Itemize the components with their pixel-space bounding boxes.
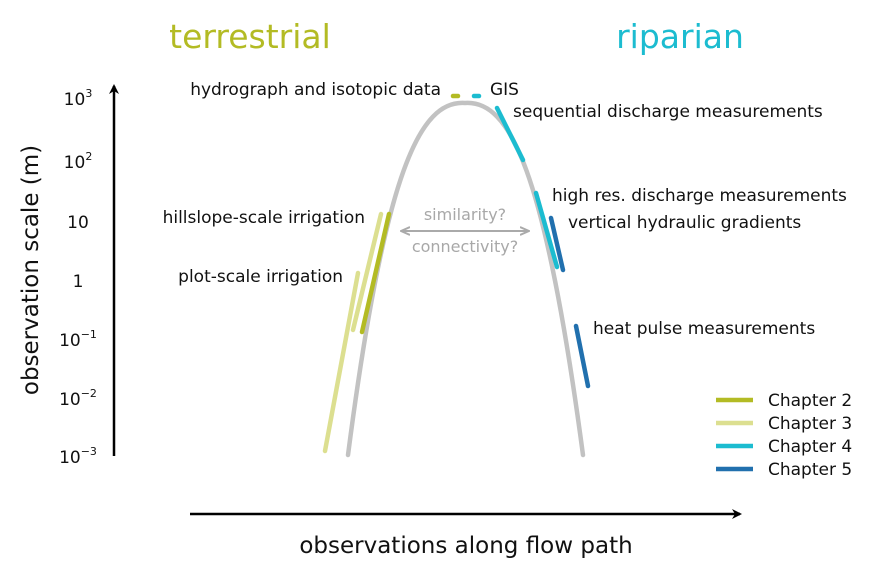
tick-base: 10 [59,448,81,468]
chapter3-hillslope-irrigation-line [350,211,384,333]
y-axis-label: observation scale (m) [18,145,44,395]
label-similarity: similarity? [424,205,506,224]
chapter3-plot-irrigation-line [322,270,361,454]
chapter5-vertical-gradients-line [548,215,566,273]
legend-label: Chapter 2 [768,391,852,411]
scale-curve [345,100,586,458]
label-heat-pulse: heat pulse measurements [593,319,815,339]
label-sequential: sequential discharge measurements [513,102,823,122]
label-connectivity: connectivity? [412,237,518,256]
y-tick-label: 10−3 [59,445,97,468]
label-vertical: vertical hydraulic gradients [568,213,801,233]
tick-base: 10 [59,331,81,351]
y-tick-label: 10−2 [59,387,97,410]
label-gis: GIS [490,80,519,100]
chapter4-high-res-line [533,190,560,270]
y-tick-label: 10 [67,213,89,233]
tick-base: 10 [59,390,81,410]
tick-base: 10 [67,213,89,233]
y-tick-label: 102 [64,150,93,173]
tick-exponent: −2 [81,387,97,400]
tick-exponent: 3 [85,87,92,100]
tick-base: 10 [64,90,86,110]
label-hydrograph: hydrograph and isotopic data [190,80,441,100]
legend-label: Chapter 5 [768,460,852,480]
tick-base: 10 [64,153,86,173]
label-high-res: high res. discharge measurements [552,186,847,206]
label-hillslope: hillslope-scale irrigation [163,208,365,228]
chapter2-hillslope-irrigation-line [359,211,392,335]
chapter4-sequential-line [494,105,526,163]
tick-base: 1 [73,272,84,292]
y-tick-label: 1 [73,272,84,292]
y-tick-label: 10−1 [59,328,97,351]
tick-exponent: 2 [85,150,92,163]
legend-label: Chapter 4 [768,437,852,457]
chapter5-heat-pulse-line [573,323,591,389]
header-riparian: riparian [616,17,744,56]
header-terrestrial: terrestrial [169,17,331,56]
label-plot: plot-scale irrigation [178,267,343,287]
x-axis-label: observations along flow path [299,533,632,559]
legend-label: Chapter 3 [768,414,852,434]
y-tick-label: 103 [64,87,93,110]
tick-exponent: −1 [81,328,97,341]
tick-exponent: −3 [81,445,97,458]
legend: Chapter 2 Chapter 3 Chapter 4 Chapter 5 [716,391,852,480]
